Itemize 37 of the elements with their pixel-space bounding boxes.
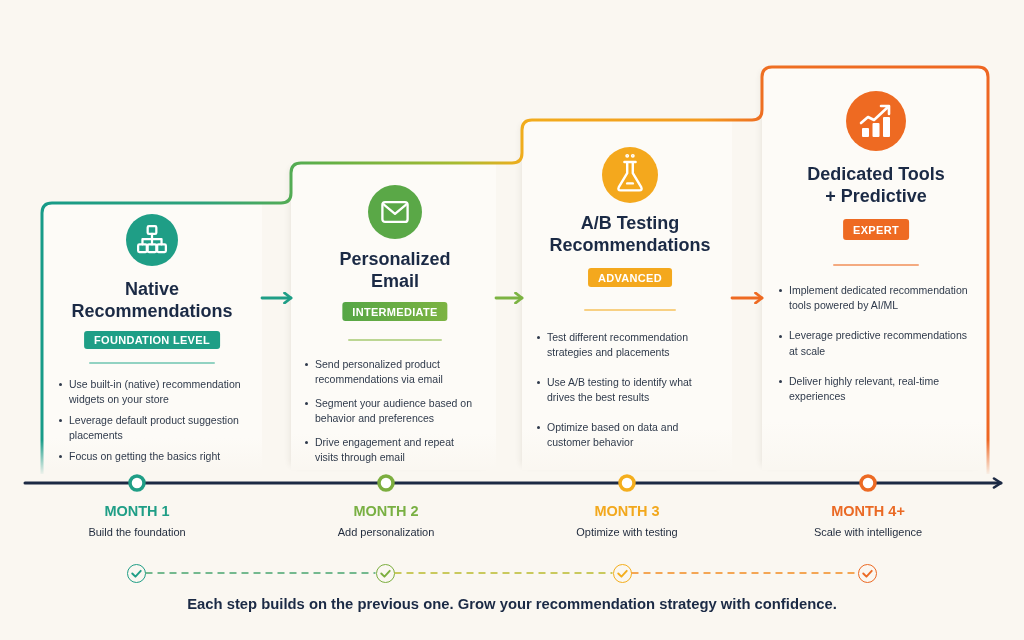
month-subtitle: Scale with intelligence [813,525,923,539]
bullet-text: Use built-in (native) recommendation widgets on your store [58,376,251,408]
arrow [730,291,764,305]
month-label: MONTH 3 [594,503,660,519]
step-card [522,120,732,470]
bullet-text: Focus on getting the basics right [58,448,251,464]
step-title: Native Recommendations [70,278,234,322]
arrow [260,291,293,305]
month-label: MONTH 2 [353,503,419,519]
bullet-text: Implement dedicated recommendation tools powered by AI/ML [778,282,973,314]
month-subtitle: Optimize with testing [576,525,678,539]
arrow [494,291,524,305]
month-label: MONTH 4+ [831,503,905,519]
level-badge: EXPERT [843,219,909,240]
caption-text: Each step builds on the previous one. Grow your recommendation strategy with confidence. [187,595,837,613]
month-label: MONTH 1 [104,503,170,519]
bullet-text: Optimize based on data and customer behavior [536,419,712,451]
level-badge: INTERMEDIATE [342,302,448,321]
bullet-text: Deliver highly relevant, real-time experiences [778,373,973,405]
bullet-text: Drive engagement and repeat visits through email [304,434,476,466]
bullet-text: Leverage predictive recommendations at scale [778,328,973,359]
bullet-text: Use A/B testing to identify what drives the best results [536,374,712,406]
bullet-text: Send personalized product recommendations via email [304,356,476,388]
dashed-connector [144,572,377,574]
step-title: A/B Testing Recommendations [548,212,712,256]
month-subtitle: Add personalization [337,525,435,539]
dashed-connector [393,572,614,574]
step-card [762,67,988,470]
level-badge: ADVANCED [588,268,672,287]
bullet-text: Segment your audience based on behavior and preferences [304,395,476,427]
step-title: Personalized Email [338,248,452,292]
step-title: Dedicated Tools + Predictive [806,163,946,207]
bullet-text: Test different recommendation strategies and placements [536,329,712,361]
level-badge: FOUNDATION LEVEL [84,331,220,349]
month-subtitle: Build the foundation [88,525,186,539]
step-card [291,163,496,470]
bullet-text: Leverage default product suggestion placements [58,412,251,444]
